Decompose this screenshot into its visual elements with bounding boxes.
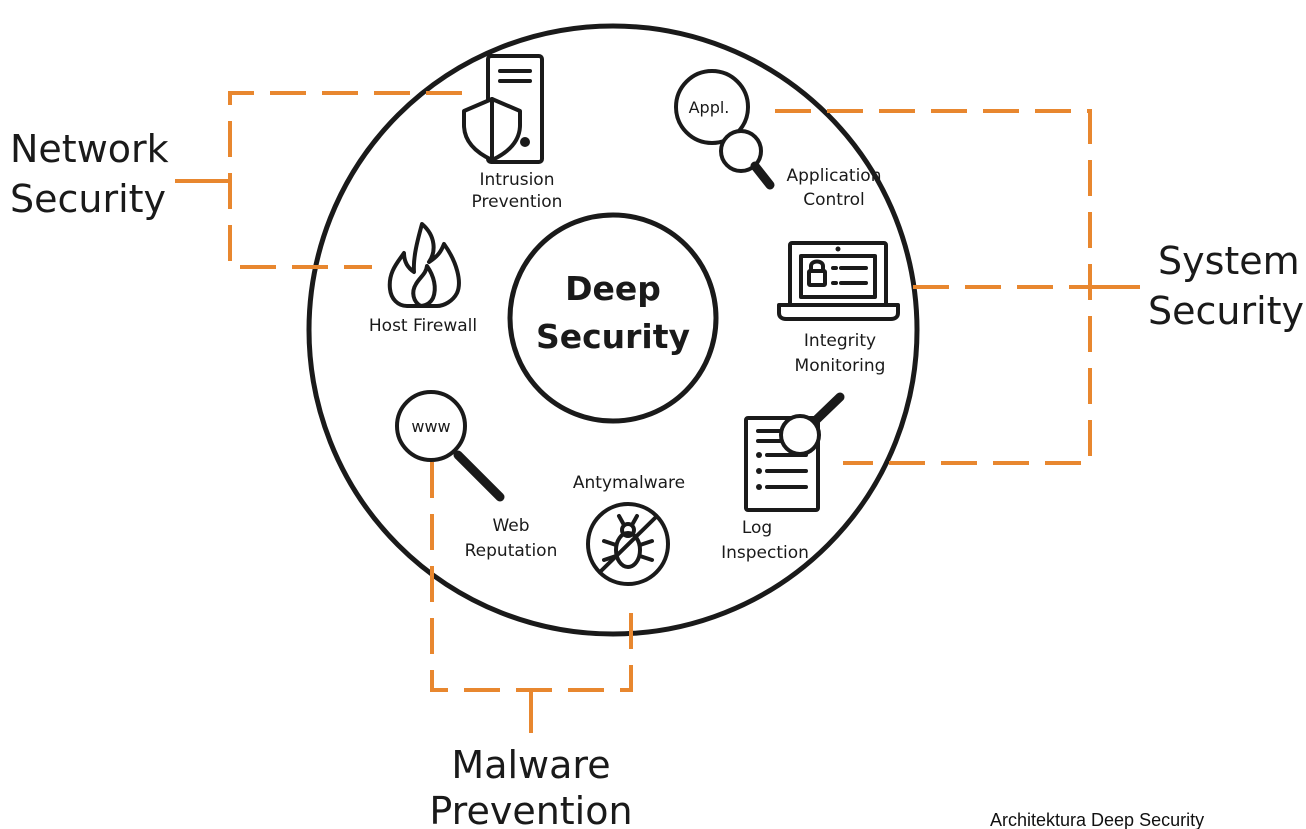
no-bug-icon [586, 502, 670, 586]
center-circle [507, 212, 719, 424]
malware-prevention-label-line2: Prevention [429, 789, 632, 829]
application-icon-text: Appl. [689, 98, 730, 117]
center-title-line2: Security [536, 317, 690, 356]
laptop-lock-icon [777, 241, 900, 321]
figure-caption: Architektura Deep Security [990, 810, 1204, 829]
network-security-label-line2: Security [10, 177, 166, 221]
antimalware-label: Antymalware [573, 473, 685, 493]
system-security-label-line1: System [1158, 239, 1300, 283]
web-icon-text: www [411, 417, 450, 436]
server-shield-icon [462, 54, 544, 164]
application-control-label-line2: Control [803, 190, 864, 210]
network-security-connector [175, 91, 462, 269]
application-control-label-line1: Application [787, 166, 882, 186]
web-reputation-label-line1: Web [492, 516, 529, 536]
malware-prevention-label-line1: Malware [451, 743, 610, 787]
intrusion-prevention-label-line1: Intrusion [480, 170, 555, 190]
integrity-monitoring-label-line1: Integrity [804, 331, 876, 351]
log-inspection-label-line2: Inspection [721, 543, 809, 563]
flame-icon [387, 222, 461, 308]
network-security-label-line1: Network [10, 127, 169, 171]
web-reputation-label-line2: Reputation [465, 541, 558, 561]
web-magnifier-icon: www [395, 390, 505, 502]
document-magnifier-icon [744, 392, 845, 512]
system-security-label-line2: Security [1148, 289, 1304, 333]
integrity-monitoring-label-line2: Monitoring [795, 356, 886, 376]
intrusion-prevention-label-line2: Prevention [472, 192, 563, 212]
center-title-line1: Deep [565, 269, 661, 308]
system-security-connector [775, 109, 1140, 465]
application-magnifier-icon: Appl. [674, 69, 775, 190]
host-firewall-label: Host Firewall [369, 316, 477, 336]
malware-prevention-connector [430, 462, 633, 733]
outer-circle [306, 23, 920, 637]
log-inspection-label-line1: Log [742, 518, 772, 538]
